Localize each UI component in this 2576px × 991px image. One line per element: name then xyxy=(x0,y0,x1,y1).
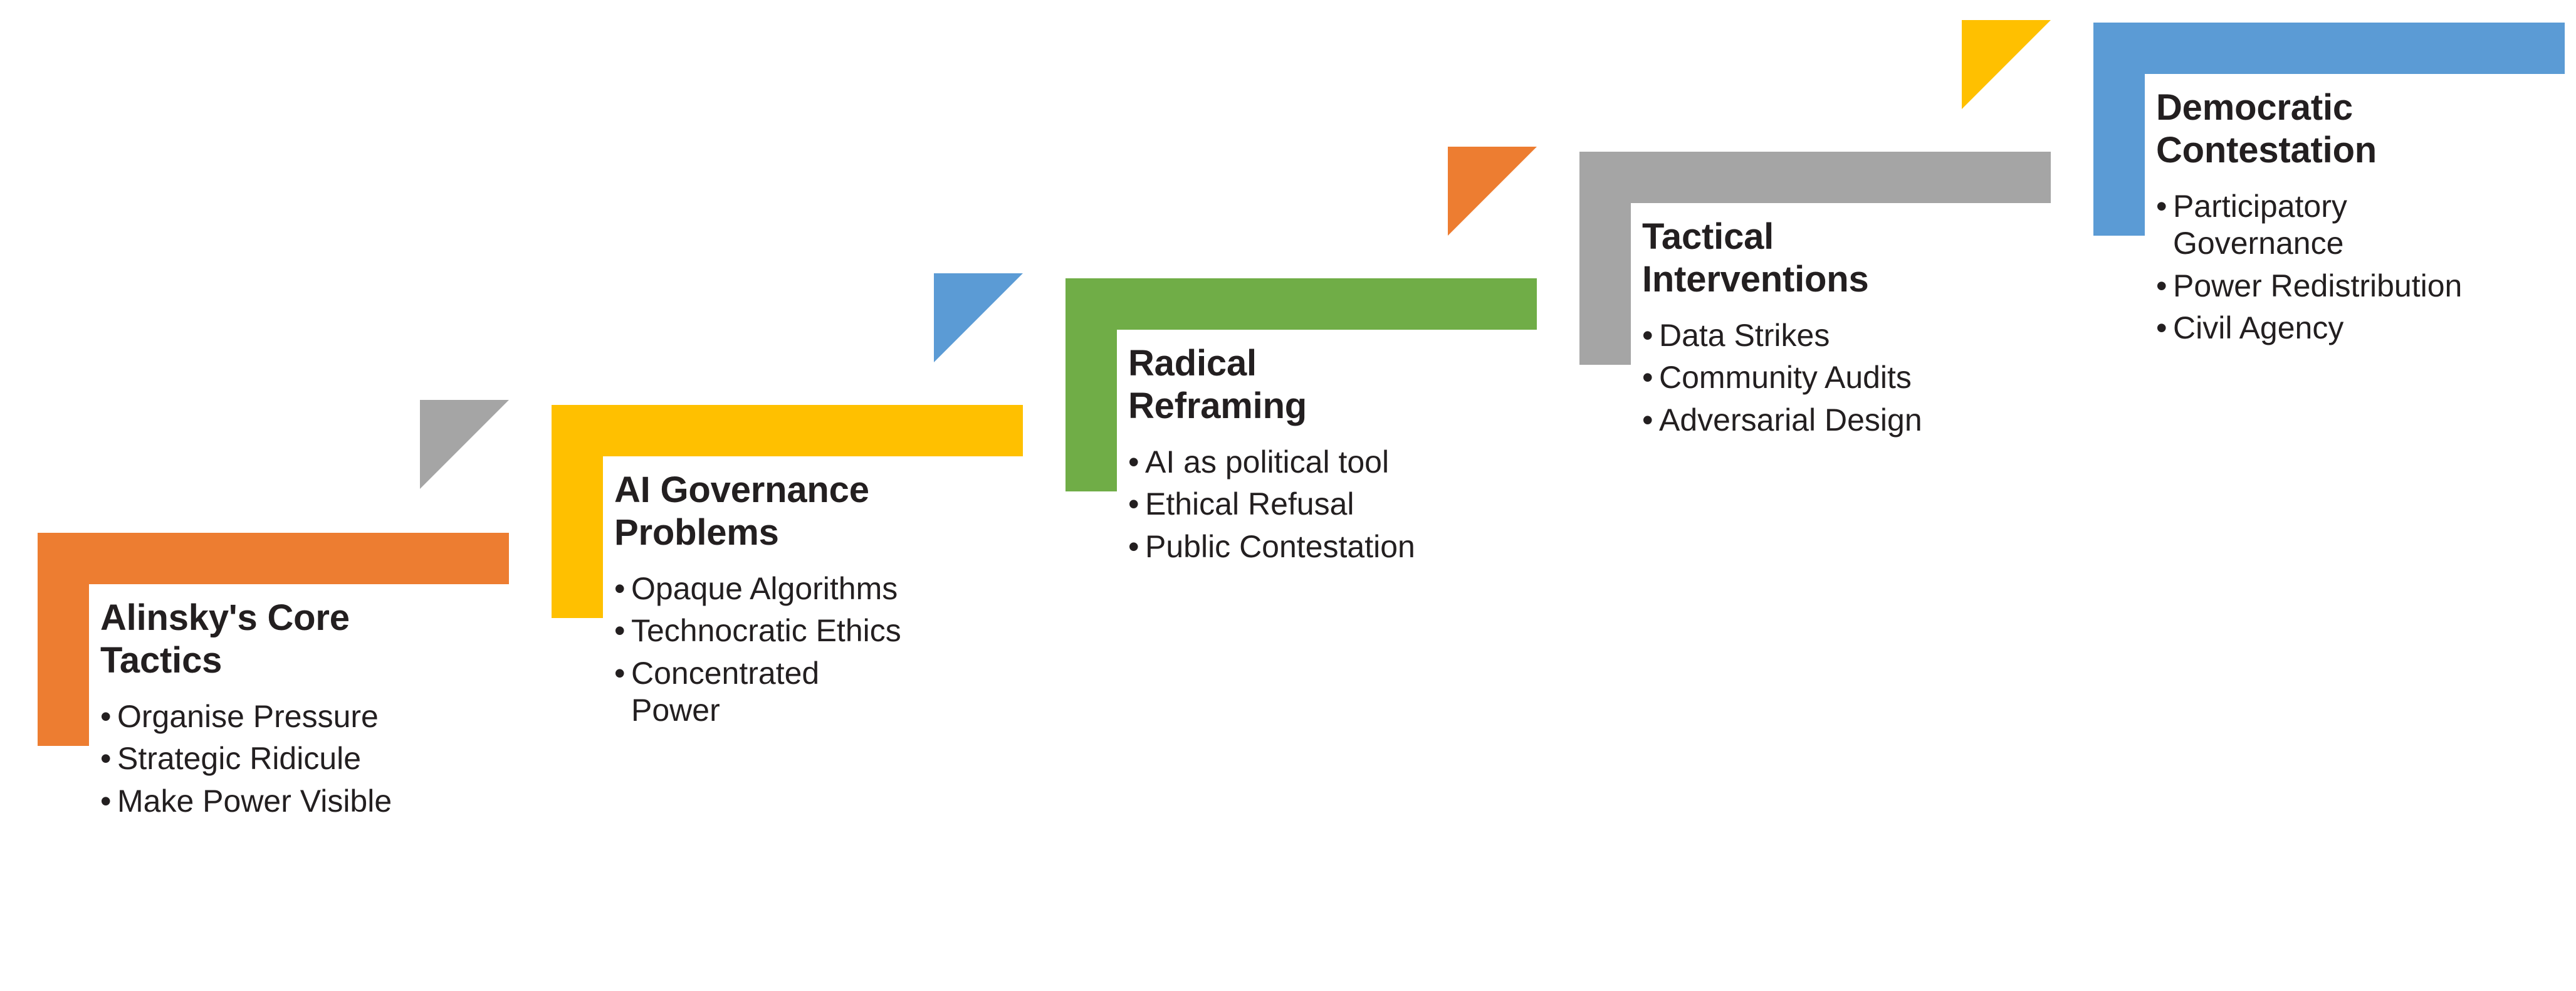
step-2-title: AI Governance Problems xyxy=(614,469,869,553)
step-1-bullet-list: Organise Pressure Strategic Ridicule Mak… xyxy=(100,698,476,821)
step-2-riser-triangle xyxy=(420,400,509,489)
step-5-bracket-top-arm xyxy=(2093,23,2565,74)
step-4-bracket-top-arm xyxy=(1579,152,2051,203)
step-1-bracket-left-arm xyxy=(38,533,89,746)
list-item: Ethical Refusal xyxy=(1128,486,1454,523)
step-3-bracket-left-arm xyxy=(1065,278,1117,491)
step-5-bullet-list: Participatory Governance Power Redistrib… xyxy=(2156,188,2463,347)
step-3-title: Radical Reframing xyxy=(1128,343,1307,426)
step-3-content: Radical Reframing AI as political tool E… xyxy=(1128,342,1454,570)
step-2-bracket-top-arm xyxy=(552,405,1023,456)
list-item: Community Audits xyxy=(1642,359,2043,397)
list-item: Make Power Visible xyxy=(100,783,476,821)
list-item: Participatory Governance xyxy=(2156,188,2463,263)
step-4-bullet-list: Data Strikes Community Audits Adversaria… xyxy=(1642,317,2043,439)
step-4-title: Tactical Interventions xyxy=(1642,216,1869,300)
list-item: Strategic Ridicule xyxy=(100,740,476,778)
step-2-bracket-left-arm xyxy=(552,405,603,618)
list-item: Technocratic Ethics xyxy=(614,612,909,650)
list-item: Adversarial Design xyxy=(1642,402,2043,439)
step-4-bracket-left-arm xyxy=(1579,152,1631,365)
step-2-content: AI Governance Problems Opaque Algorithms… xyxy=(614,469,909,735)
step-4-riser-triangle xyxy=(1448,147,1537,236)
step-5-title: Democratic Contestation xyxy=(2156,87,2377,170)
step-5-riser-triangle xyxy=(1962,20,2051,109)
list-item: Power Redistribution xyxy=(2156,268,2463,305)
list-item: Opaque Algorithms xyxy=(614,570,909,608)
step-2-bullet-list: Opaque Algorithms Technocratic Ethics Co… xyxy=(614,570,909,730)
step-3-bullet-list: AI as political tool Ethical Refusal Pub… xyxy=(1128,444,1454,566)
step-3-riser-triangle xyxy=(934,273,1023,362)
list-item: Data Strikes xyxy=(1642,317,2043,355)
step-5-content: Democratic Contestation Participatory Go… xyxy=(2156,87,2463,352)
list-item: Public Contestation xyxy=(1128,528,1454,566)
step-3-bracket-top-arm xyxy=(1065,278,1537,330)
list-item: Concentrated Power xyxy=(614,655,909,730)
step-1-title: Alinsky's Core Tactics xyxy=(100,597,350,681)
list-item: AI as political tool xyxy=(1128,444,1454,481)
step-5-bracket-left-arm xyxy=(2093,23,2145,236)
list-item: Organise Pressure xyxy=(100,698,476,736)
step-1-bracket-top-arm xyxy=(38,533,509,584)
step-1-content: Alinsky's Core Tactics Organise Pressure… xyxy=(100,597,476,825)
list-item: Civil Agency xyxy=(2156,310,2463,347)
step-4-content: Tactical Interventions Data Strikes Comm… xyxy=(1642,216,2043,444)
